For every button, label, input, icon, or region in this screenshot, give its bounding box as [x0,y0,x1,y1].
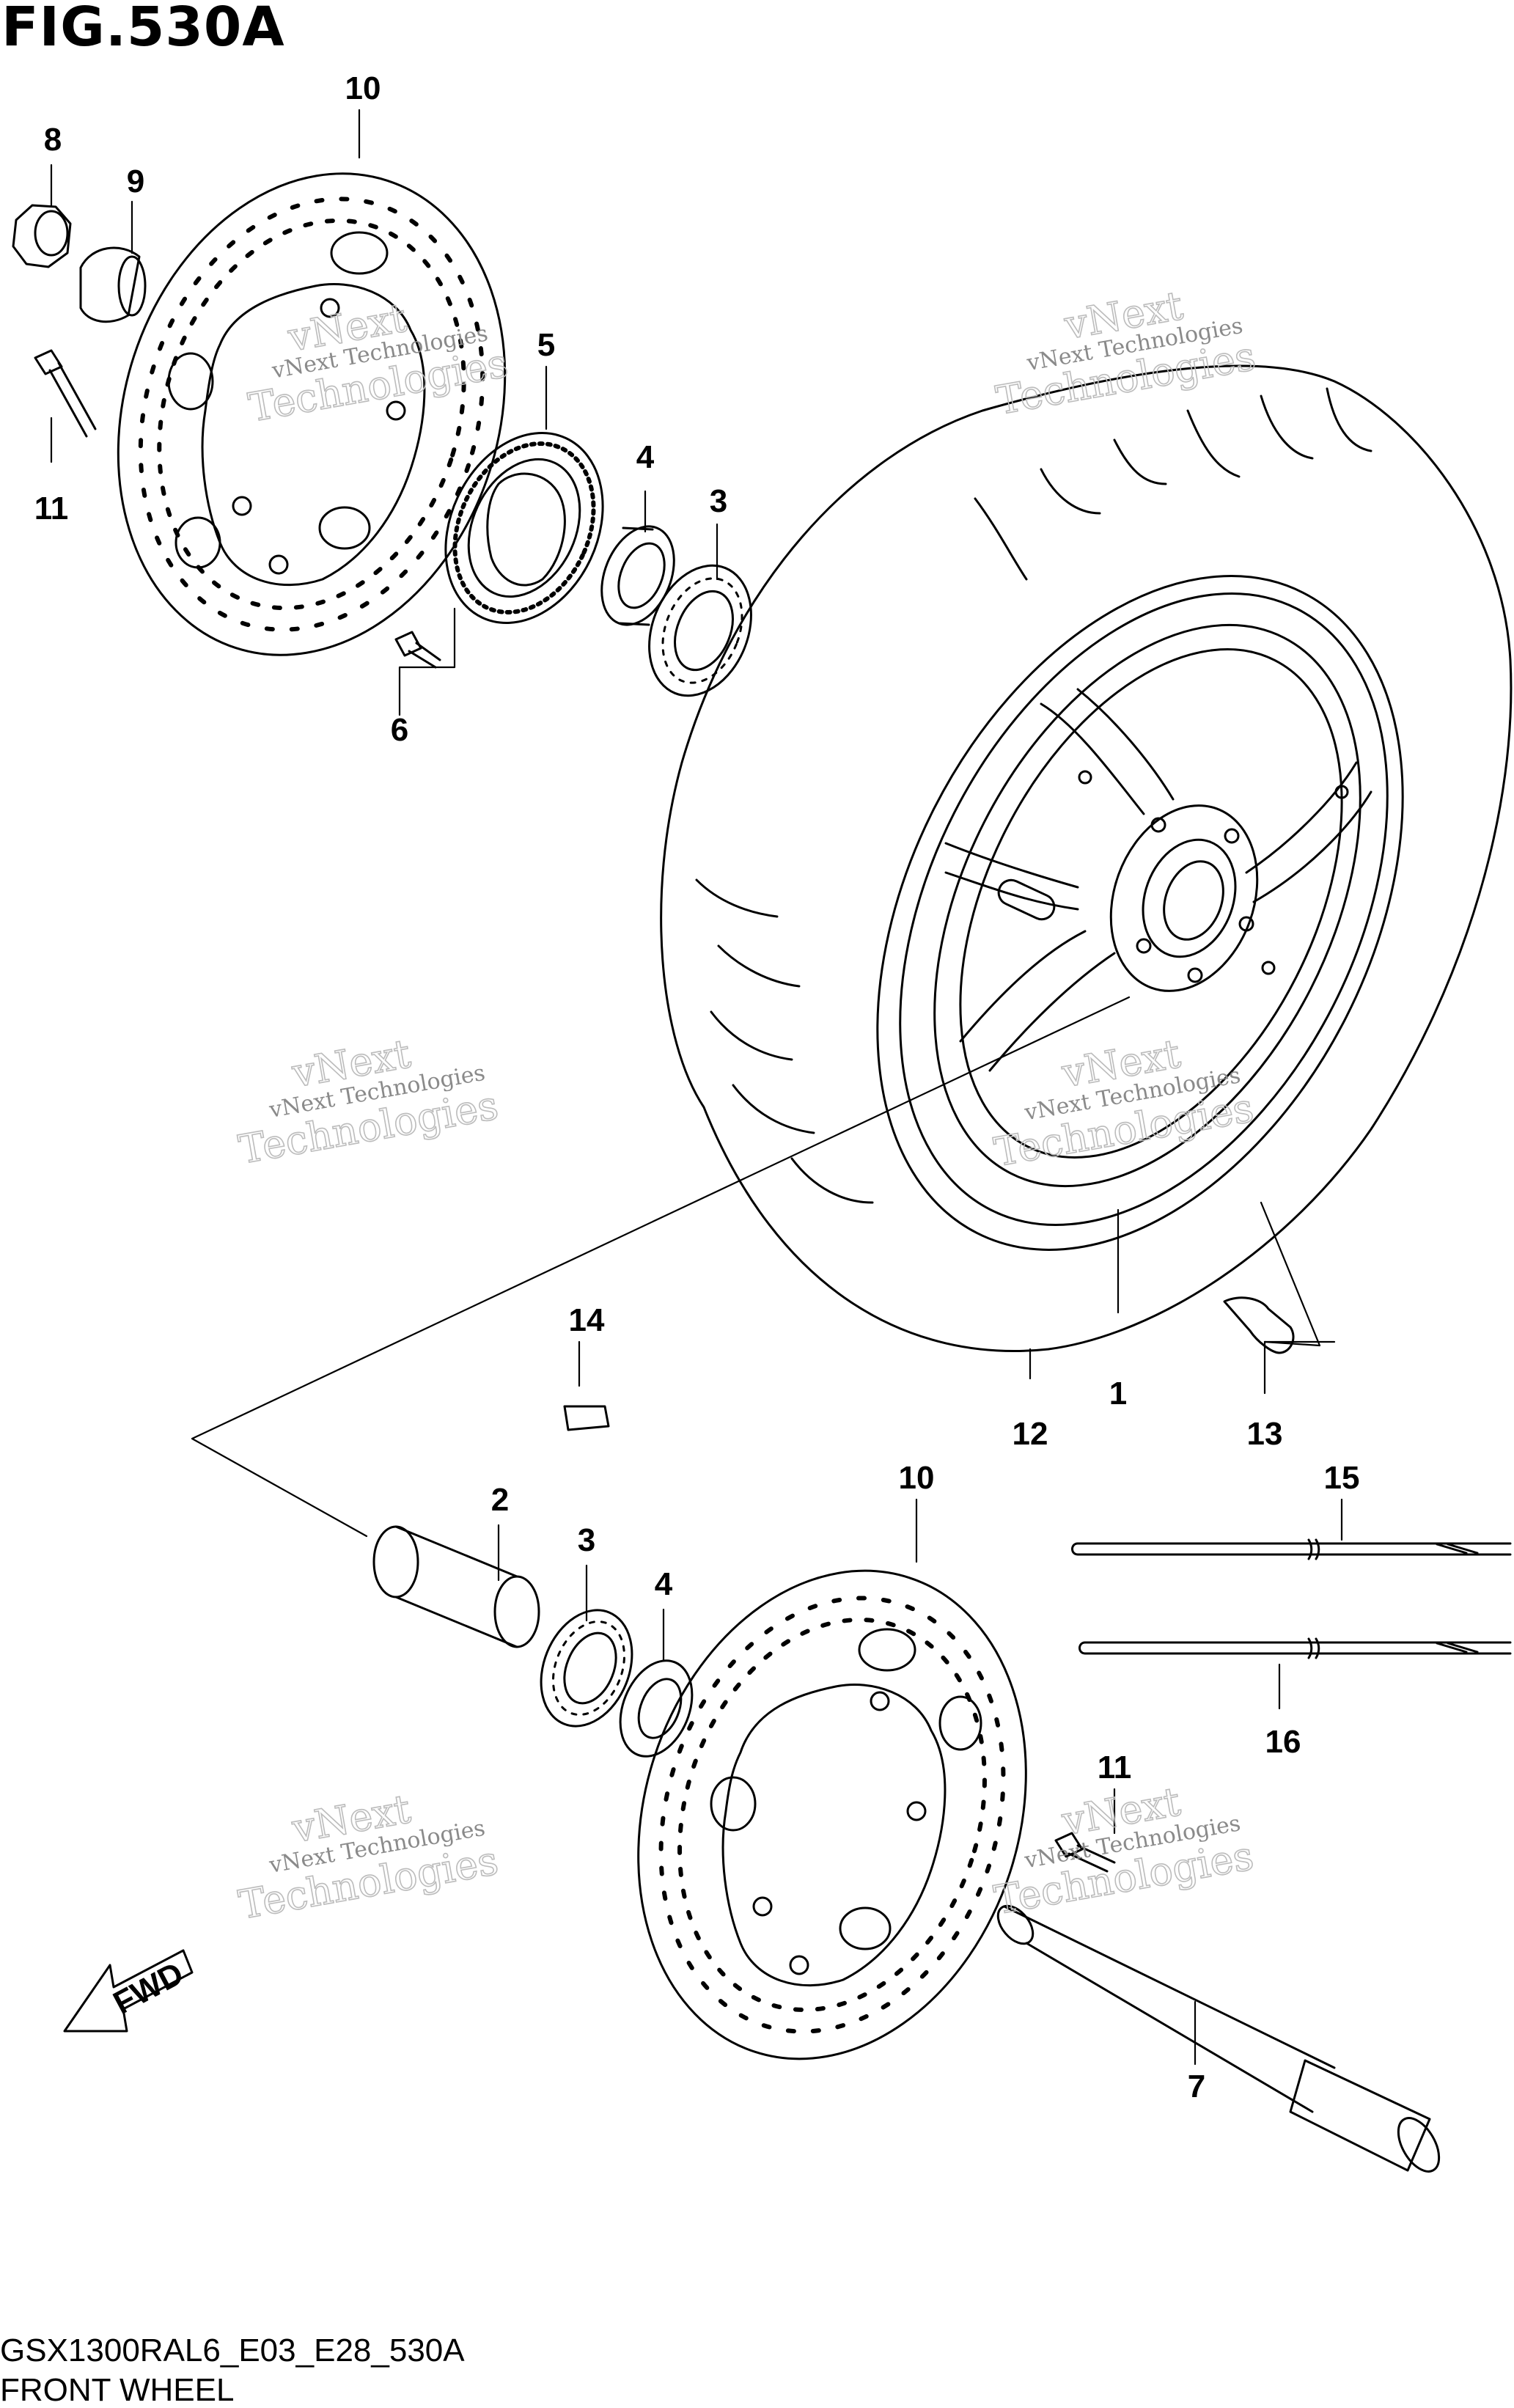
callout-6: 6 [391,712,408,748]
bearing-top [648,564,752,697]
watermark-4: vNext vNext Technologies Technologies [991,1029,1258,1176]
callout-3-bottom: 3 [578,1522,595,1558]
fwd-arrow-icon [63,1949,194,2033]
disc-bolt-top [34,349,97,438]
callout-5: 5 [537,327,555,363]
disc-bolt-bottom [1054,1832,1116,1873]
callout-7: 7 [1188,2069,1205,2104]
axle-cap [79,246,147,323]
callout-11-bottom: 11 [1098,1750,1132,1785]
fwd-label: FWD [108,1956,189,2022]
model-code: GSX1300RAL6_E03_E28_530A [0,2332,465,2368]
sensor-ring [444,432,604,624]
callout-10-bottom: 10 [899,1460,935,1496]
sensor-bolt [394,631,441,669]
brake-disc-right [637,1569,1027,2060]
figure-title: FIG.530A [1,0,285,59]
oil-seal-bottom [619,1659,694,1758]
callout-9: 9 [127,164,144,199]
callout-12: 12 [1013,1416,1048,1452]
callout-16: 16 [1265,1724,1301,1760]
oil-seal-top [600,525,675,626]
figure-name: FRONT WHEEL [0,2372,235,2408]
valve [1223,1296,1295,1354]
front-axle [996,1904,1441,2173]
callout-13: 13 [1247,1416,1283,1452]
callout-15: 15 [1324,1460,1360,1496]
wheel-assembly [660,364,1513,1352]
callout-1: 1 [1109,1376,1127,1412]
watermark-5: vNext vNext Technologies Technologies [235,1785,502,1928]
bearing-bottom [540,1609,633,1728]
balance-weight [563,1405,610,1431]
callout-8: 8 [44,122,62,158]
watermark-2: vNext vNext Technologies Technologies [992,282,1260,425]
callout-2: 2 [491,1482,509,1518]
brake-disc-left [117,172,507,656]
axle-bolt-cap [12,204,72,268]
spacer [372,1525,540,1648]
balance-strip-16 [1078,1637,1512,1659]
callout-14: 14 [569,1302,605,1338]
callout-10-top: 10 [345,70,381,106]
callout-11-top: 11 [34,491,69,526]
watermark-6: vNext vNext Technologies Technologies [991,1777,1258,1924]
watermark-3: vNext vNext Technologies Technologies [235,1029,502,1173]
callout-3-top: 3 [710,483,727,519]
callout-4-top: 4 [636,439,655,475]
callout-4-bottom: 4 [655,1566,673,1602]
leader-lines [50,109,1343,2066]
balance-strip-15 [1071,1538,1512,1560]
tire-outline [660,364,1513,1352]
